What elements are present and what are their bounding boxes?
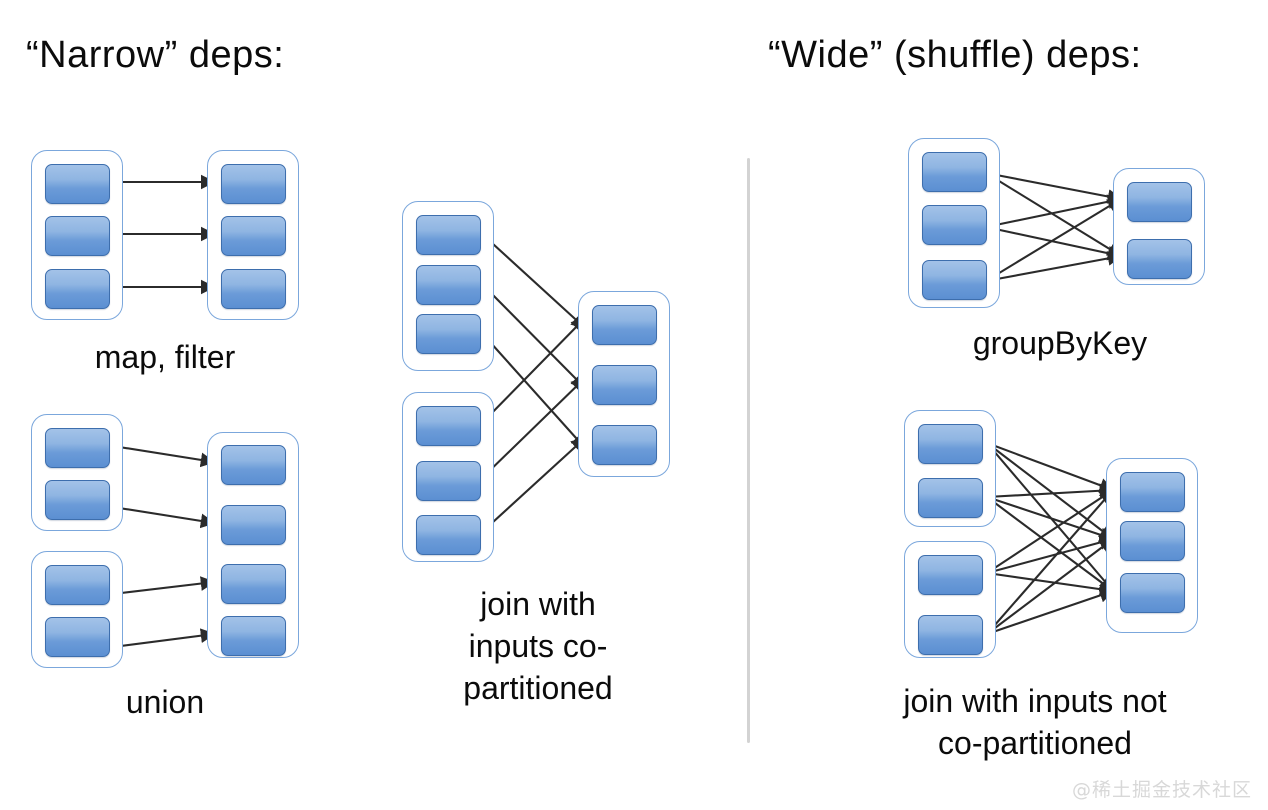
partition-box	[221, 164, 286, 204]
rdd-join-co-target	[578, 291, 670, 477]
watermark: @稀土掘金技术社区	[1071, 779, 1252, 801]
rdd-join-notco-source-b	[904, 541, 996, 658]
caption-join-not-co-partitioned: join with inputs not co-partitioned	[903, 683, 1167, 762]
partition-box	[45, 164, 110, 204]
rdd-groupbykey-source	[908, 138, 1000, 308]
partition-box	[45, 428, 110, 468]
narrow-deps-title: “Narrow” deps:	[26, 34, 285, 76]
partition-box	[221, 269, 286, 309]
partition-box	[416, 265, 481, 305]
rdd-union-target	[207, 432, 299, 658]
partition-box	[1120, 472, 1185, 512]
partition-box	[221, 564, 286, 604]
partition-box	[221, 505, 286, 545]
partition-box	[592, 425, 657, 465]
rdd-union-source-b	[31, 551, 123, 668]
partition-box	[416, 406, 481, 446]
partition-box	[922, 260, 987, 300]
partition-box	[1127, 182, 1192, 222]
partition-box	[922, 205, 987, 245]
rdd-union-source-a	[31, 414, 123, 531]
partition-box	[1120, 573, 1185, 613]
partition-box	[416, 515, 481, 555]
partition-box	[221, 216, 286, 256]
rdd-join-co-source-a	[402, 201, 494, 371]
partition-box	[416, 461, 481, 501]
rdd-map-filter-target	[207, 150, 299, 320]
partition-box	[922, 152, 987, 192]
rdd-groupbykey-target	[1113, 168, 1205, 285]
partition-box	[918, 555, 983, 595]
partition-box	[918, 615, 983, 655]
vertical-divider	[747, 158, 750, 743]
partition-box	[416, 215, 481, 255]
partition-box	[1127, 239, 1192, 279]
partition-box	[221, 616, 286, 656]
caption-join-co-partitioned: join with inputs co- partitioned	[463, 586, 613, 707]
partition-box	[918, 424, 983, 464]
partition-box	[221, 445, 286, 485]
rdd-join-co-source-b	[402, 392, 494, 562]
caption-union: union	[125, 684, 205, 720]
partition-box	[45, 617, 110, 657]
partition-box	[1120, 521, 1185, 561]
caption-groupbykey: groupByKey	[972, 325, 1148, 361]
partition-box	[918, 478, 983, 518]
partition-box	[45, 565, 110, 605]
rdd-join-notco-target	[1106, 458, 1198, 633]
partition-box	[592, 305, 657, 345]
partition-box	[592, 365, 657, 405]
partition-box	[416, 314, 481, 354]
rdd-join-notco-source-a	[904, 410, 996, 527]
caption-map-filter: map, filter	[94, 339, 236, 375]
partition-box	[45, 480, 110, 520]
wide-deps-title: “Wide” (shuffle) deps:	[768, 34, 1142, 76]
partition-box	[45, 269, 110, 309]
rdd-map-filter-source	[31, 150, 123, 320]
partition-box	[45, 216, 110, 256]
